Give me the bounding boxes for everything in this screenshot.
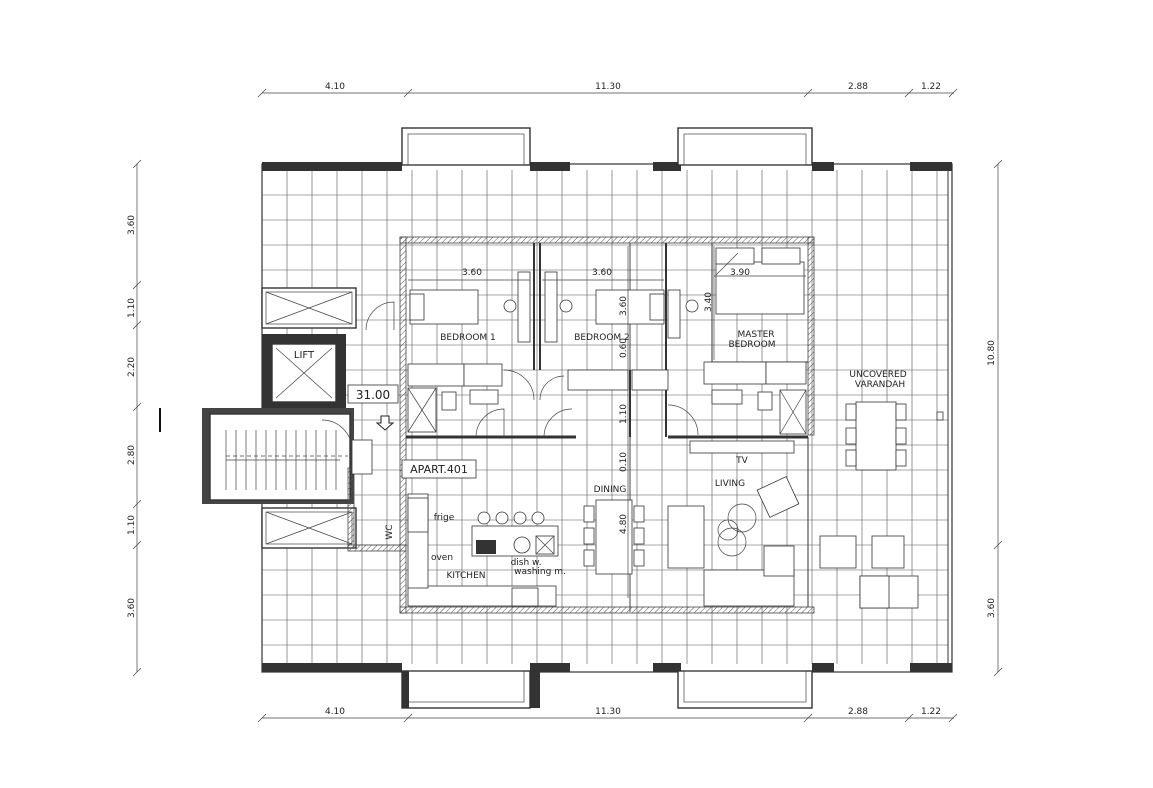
fixture-dish-line1: dish w. [511,558,542,568]
room-living: LIVING [715,479,745,489]
dim-bedroom2-width: 3.60 [592,268,612,278]
dim-bottom-4: 1.22 [921,707,941,717]
room-master-bedroom-line1: MASTER [737,330,774,340]
fixture-oven: oven [431,553,453,563]
dim-0-10: 0.10 [619,452,629,472]
dimension-labels: 4.10 11.30 2.88 1.22 4.10 11.30 2.88 1.2… [127,82,997,717]
room-varandah-line2: VARANDAH [855,380,905,390]
interior-dimensions: 3.60 3.60 3.90 3.60 3.40 0.60 1.10 0.10 … [408,246,806,598]
dim-left-2: 1.10 [127,298,137,318]
terrace-tile-grid [262,170,948,664]
fixture-frige: frige [434,513,455,523]
dim-top-3: 2.88 [848,82,868,92]
dim-top-1: 4.10 [325,82,345,92]
dim-left-6: 3.60 [127,598,137,618]
level-tag: 31.00 [347,384,399,431]
room-master-bedroom-line2: BEDROOM [729,340,776,350]
room-varandah-line1: UNCOVERED [849,370,906,380]
dim-bedroom1-width: 3.60 [462,268,482,278]
dim-bottom-2: 11.30 [595,707,621,717]
dim-right-1: 10.80 [987,340,997,366]
dim-master-depth: 3.40 [704,292,714,312]
fixture-labels: TV frige oven dish w. washing m. [431,456,749,577]
dim-master-width: 3.90 [730,268,750,278]
terrace [261,127,953,709]
dim-bottom-1: 4.10 [325,707,345,717]
room-bedroom-2: BEDROOM 2 [574,333,630,343]
dim-left-5: 1.10 [127,515,137,535]
level-label: 31.00 [356,388,390,402]
room-dining: DINING [594,485,627,495]
fixture-tv: TV [735,456,748,466]
dim-right-2: 3.60 [987,598,997,618]
dim-bottom-3: 2.88 [848,707,868,717]
fixture-dish-line2: washing m. [514,567,566,577]
dim-left-4: 2.80 [127,445,137,465]
furniture [407,247,919,609]
apartment-walls [321,236,815,614]
dim-left-3: 2.20 [127,357,137,377]
dim-4-80: 4.80 [619,514,629,534]
entry-arrow-icon [375,415,395,431]
room-kitchen: KITCHEN [447,571,486,581]
dim-top-4: 1.22 [921,82,941,92]
dim-0-60: 0.60 [619,338,629,358]
room-bedroom-1: BEDROOM 1 [440,333,496,343]
dim-left-1: 3.60 [127,215,137,235]
dimension-lines [132,88,1003,723]
room-wc: WC [385,524,395,539]
staircase [225,430,340,490]
apartment-label: APART.401 [410,463,468,476]
room-labels: BEDROOM 1 BEDROOM 2 MASTER BEDROOM UNCOV… [385,330,907,581]
dim-bedroom2-depth: 3.60 [619,296,629,316]
lift-label: LIFT [294,350,315,361]
dim-top-2: 11.30 [595,82,621,92]
apartment-tag: APART.401 [401,459,477,479]
building-core: LIFT [202,287,357,549]
dim-1-10: 1.10 [619,404,629,424]
